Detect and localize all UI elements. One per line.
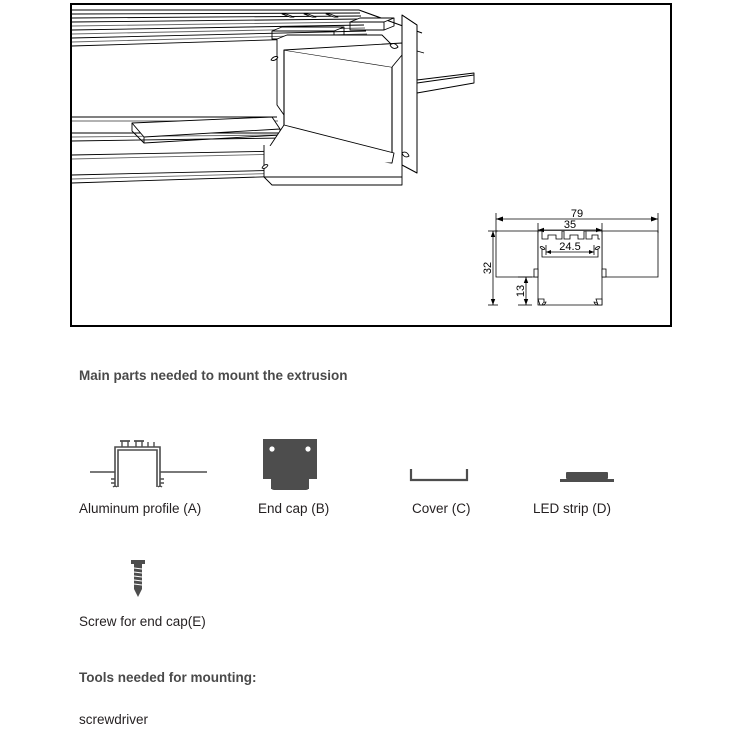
end-cap-icon bbox=[259, 437, 321, 498]
dimension-label-recess-depth: 13 bbox=[515, 285, 527, 297]
cover-icon bbox=[408, 466, 470, 493]
led-strip-icon bbox=[556, 470, 618, 493]
main-parts-heading: Main parts needed to mount the extrusion bbox=[79, 368, 348, 383]
aluminum-profile-icon bbox=[88, 437, 210, 496]
dimension-label-channel-width: 24.5 bbox=[559, 241, 580, 253]
part-label-aluminum-profile: Aluminum profile (A) bbox=[79, 501, 202, 516]
tools-heading: Tools needed for mounting: bbox=[79, 670, 257, 685]
tools-list-text: screwdriver bbox=[79, 712, 149, 727]
screw-icon bbox=[128, 559, 148, 606]
part-label-end-cap: End cap (B) bbox=[258, 501, 330, 516]
part-label-screw: Screw for end cap(E) bbox=[79, 614, 206, 629]
part-label-cover: Cover (C) bbox=[412, 501, 471, 516]
dimension-label-overall-height: 32 bbox=[482, 262, 494, 274]
dimension-label-body-width: 35 bbox=[564, 219, 576, 231]
dimension-label-overall-width: 79 bbox=[571, 208, 583, 220]
part-label-led-strip: LED strip (D) bbox=[533, 501, 612, 516]
extrusion-perspective-drawing bbox=[72, 9, 475, 186]
cross-section-dimension-drawing: 79 35 24.5 32 13 bbox=[482, 205, 672, 325]
technical-drawing-frame: 79 35 24.5 32 13 bbox=[70, 3, 672, 327]
